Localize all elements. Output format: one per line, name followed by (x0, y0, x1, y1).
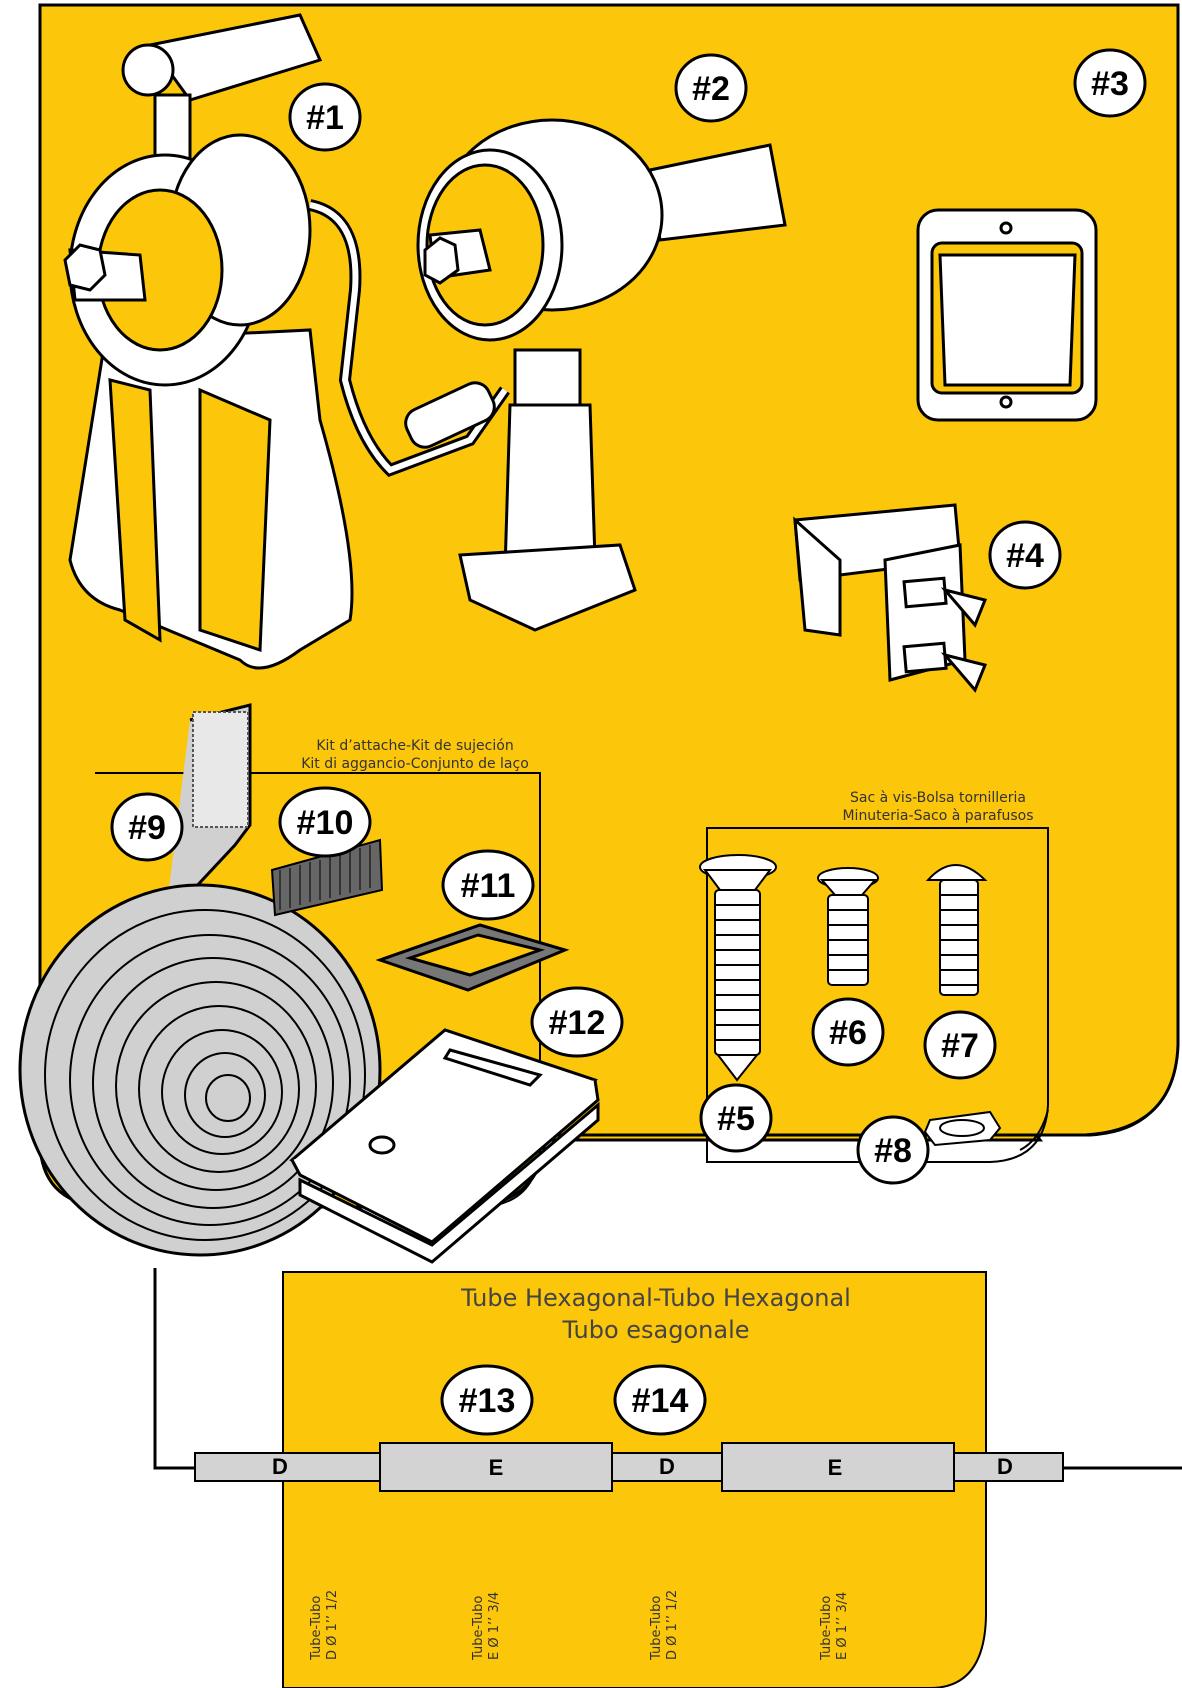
svg-text:#13: #13 (459, 1382, 516, 1420)
callout-9: #9 (110, 792, 184, 862)
callout-5: #5 (699, 1083, 773, 1153)
callout-13: #13 (440, 1364, 534, 1436)
svg-text:D Ø 1’’ 1/2: D Ø 1’’ 1/2 (665, 1590, 680, 1660)
tube-seg-2: E (489, 1455, 504, 1480)
tube-e2 (721, 1442, 955, 1492)
callout-4: #4 (988, 520, 1062, 590)
screw-box-inner (1019, 1109, 1049, 1151)
crank-mount-illustration (416, 118, 787, 632)
clamp-illustration (793, 503, 988, 693)
svg-text:#12: #12 (549, 1004, 606, 1042)
callout-6: #6 (811, 997, 885, 1067)
svg-text:Tube-Tubo: Tube-Tubo (309, 1596, 324, 1661)
svg-text:#1: #1 (306, 99, 344, 137)
svg-text:#6: #6 (829, 1014, 867, 1052)
svg-text:#11: #11 (461, 867, 516, 905)
svg-text:#2: #2 (692, 70, 730, 108)
callout-7: #7 (923, 1010, 997, 1080)
tube-d2 (611, 1452, 723, 1482)
callout-10: #10 (278, 786, 372, 858)
callout-3: #3 (1073, 48, 1147, 118)
screw-box (706, 827, 1049, 1163)
crank-handle-illustration (63, 13, 510, 670)
tube-seg-1: D (272, 1454, 288, 1479)
strap-roll-illustration (18, 703, 382, 1257)
tube-seg-5: D (997, 1454, 1013, 1479)
svg-text:Tube-Tubo: Tube-Tubo (819, 1596, 834, 1661)
plate-illustration (289, 1028, 600, 1264)
tube-title-line2: Tubo esagonale (561, 1316, 749, 1344)
svg-text:#8: #8 (874, 1132, 912, 1170)
svg-text:#10: #10 (297, 804, 354, 842)
buckle-illustration (375, 923, 570, 992)
tube-d1 (194, 1452, 381, 1482)
tube-seg-3: D (659, 1454, 675, 1479)
svg-text:#7: #7 (941, 1027, 979, 1065)
tube-seg-4: E (828, 1455, 843, 1480)
tube-note-e2: Tube-Tubo E Ø 1’’ 3/4 (819, 1592, 850, 1661)
svg-text:E Ø 1’’ 3/4: E Ø 1’’ 3/4 (487, 1592, 502, 1660)
svg-text:D Ø 1’’ 1/2: D Ø 1’’ 1/2 (325, 1590, 340, 1660)
svg-text:Tube-Tubo: Tube-Tubo (471, 1596, 486, 1661)
callout-14: #14 (613, 1364, 707, 1436)
tube-title-line1: Tube Hexagonal-Tubo Hexagonal (460, 1284, 851, 1312)
nut-8-illustration (923, 1110, 1002, 1147)
svg-text:#5: #5 (717, 1100, 755, 1138)
svg-text:#4: #4 (1006, 537, 1044, 575)
tube-e1 (379, 1442, 613, 1492)
screw-caption-line1: Sac à vis-Bolsa tornilleria (850, 790, 1026, 806)
screw-6-illustration (817, 867, 879, 986)
svg-text:E Ø 1’’ 3/4: E Ø 1’’ 3/4 (835, 1592, 850, 1660)
screw-5-illustration (699, 854, 777, 1082)
tube-note-d2: Tube-Tubo D Ø 1’’ 1/2 (649, 1590, 680, 1661)
tube-note-e1: Tube-Tubo E Ø 1’’ 3/4 (471, 1592, 502, 1661)
tube-note-d1: Tube-Tubo D Ø 1’’ 1/2 (309, 1590, 340, 1661)
screw-caption-line2: Minuteria-Saco à parafusos (842, 808, 1033, 824)
callout-11: #11 (441, 849, 535, 921)
callout-12: #12 (530, 986, 624, 1058)
square-bracket-illustration (916, 208, 1098, 422)
callout-2: #2 (674, 53, 748, 123)
callout-1: #1 (288, 82, 362, 152)
callout-8: #8 (856, 1115, 930, 1185)
tube-d3 (953, 1452, 1064, 1482)
tube-assembly (153, 1268, 1182, 1492)
svg-text:Tube-Tubo: Tube-Tubo (649, 1596, 664, 1661)
svg-text:#14: #14 (632, 1382, 689, 1420)
kit-caption-line1: Kit d’attache-Kit de sujeción (316, 738, 513, 754)
kit-caption-line2: Kit di aggancio-Conjunto de laço (301, 756, 529, 772)
screw-7-illustration (925, 864, 988, 996)
svg-text:#9: #9 (128, 809, 166, 847)
callouts: #1 #2 #3 #4 #5 #6 #7 #8 #9 #10 #11 #12 #… (110, 48, 1147, 1436)
svg-text:#3: #3 (1091, 65, 1129, 103)
